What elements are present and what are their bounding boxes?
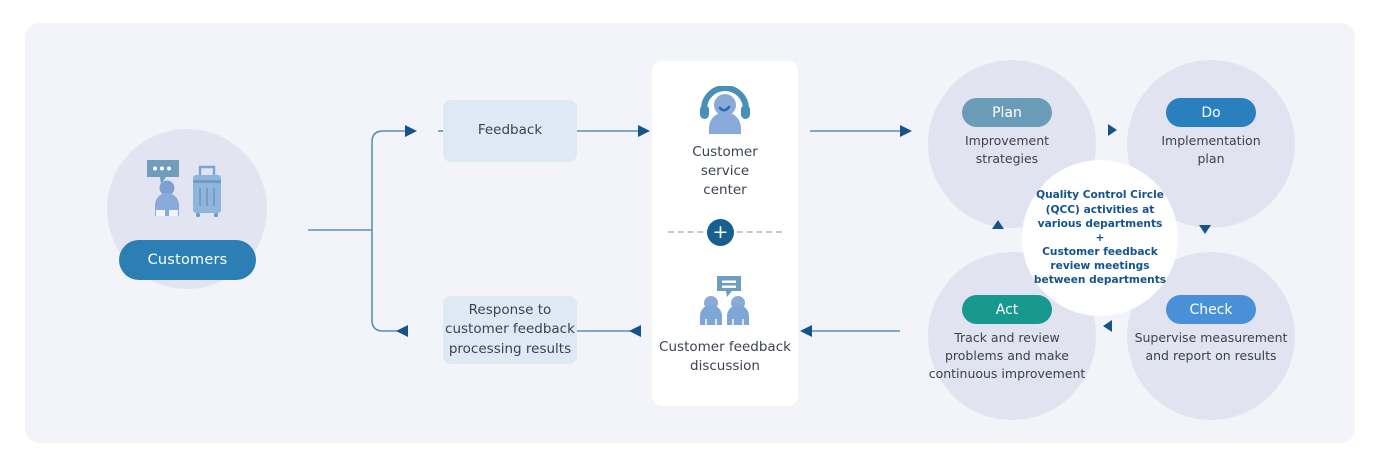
arrow-do-to-check-icon <box>1199 225 1211 234</box>
headset-agent-icon <box>700 86 750 134</box>
customers-pill[interactable]: Customers <box>119 240 256 280</box>
description-check: Supervise measurement and report on resu… <box>1134 330 1288 364</box>
response-label-text: Response to customer feedback processing… <box>445 301 575 357</box>
service-center-caption: Customer service center <box>692 144 758 199</box>
description-plan: Improvement strategies <box>964 133 1050 167</box>
pill-act[interactable]: Act <box>962 295 1052 324</box>
pdca-core-circle: Quality Control Circle (QCC) activities … <box>1022 160 1178 316</box>
arrow-plan-to-do-icon <box>1108 124 1117 136</box>
response-label-box: Response to customer feedback processing… <box>443 296 577 364</box>
arrow-act-to-plan-icon <box>992 220 1004 229</box>
plus-circle-icon: + <box>707 219 734 246</box>
feedback-label-text: Feedback <box>477 122 543 139</box>
feedback-label-box: Feedback <box>443 100 577 162</box>
pill-check[interactable]: Check <box>1166 295 1256 324</box>
pdca-core-text: Quality Control Circle (QCC) activities … <box>1033 189 1167 287</box>
feedback-discussion-caption: Customer feedback discussion <box>659 339 791 375</box>
pill-plan[interactable]: Plan <box>962 98 1052 127</box>
pill-do[interactable]: Do <box>1166 98 1256 127</box>
description-act: Track and review problems and make conti… <box>928 330 1086 382</box>
two-people-discussion-icon <box>700 276 749 325</box>
arrow-check-to-act-icon <box>1103 320 1112 332</box>
customer-with-luggage-icon <box>147 160 221 217</box>
description-do: Implementation plan <box>1161 133 1261 167</box>
